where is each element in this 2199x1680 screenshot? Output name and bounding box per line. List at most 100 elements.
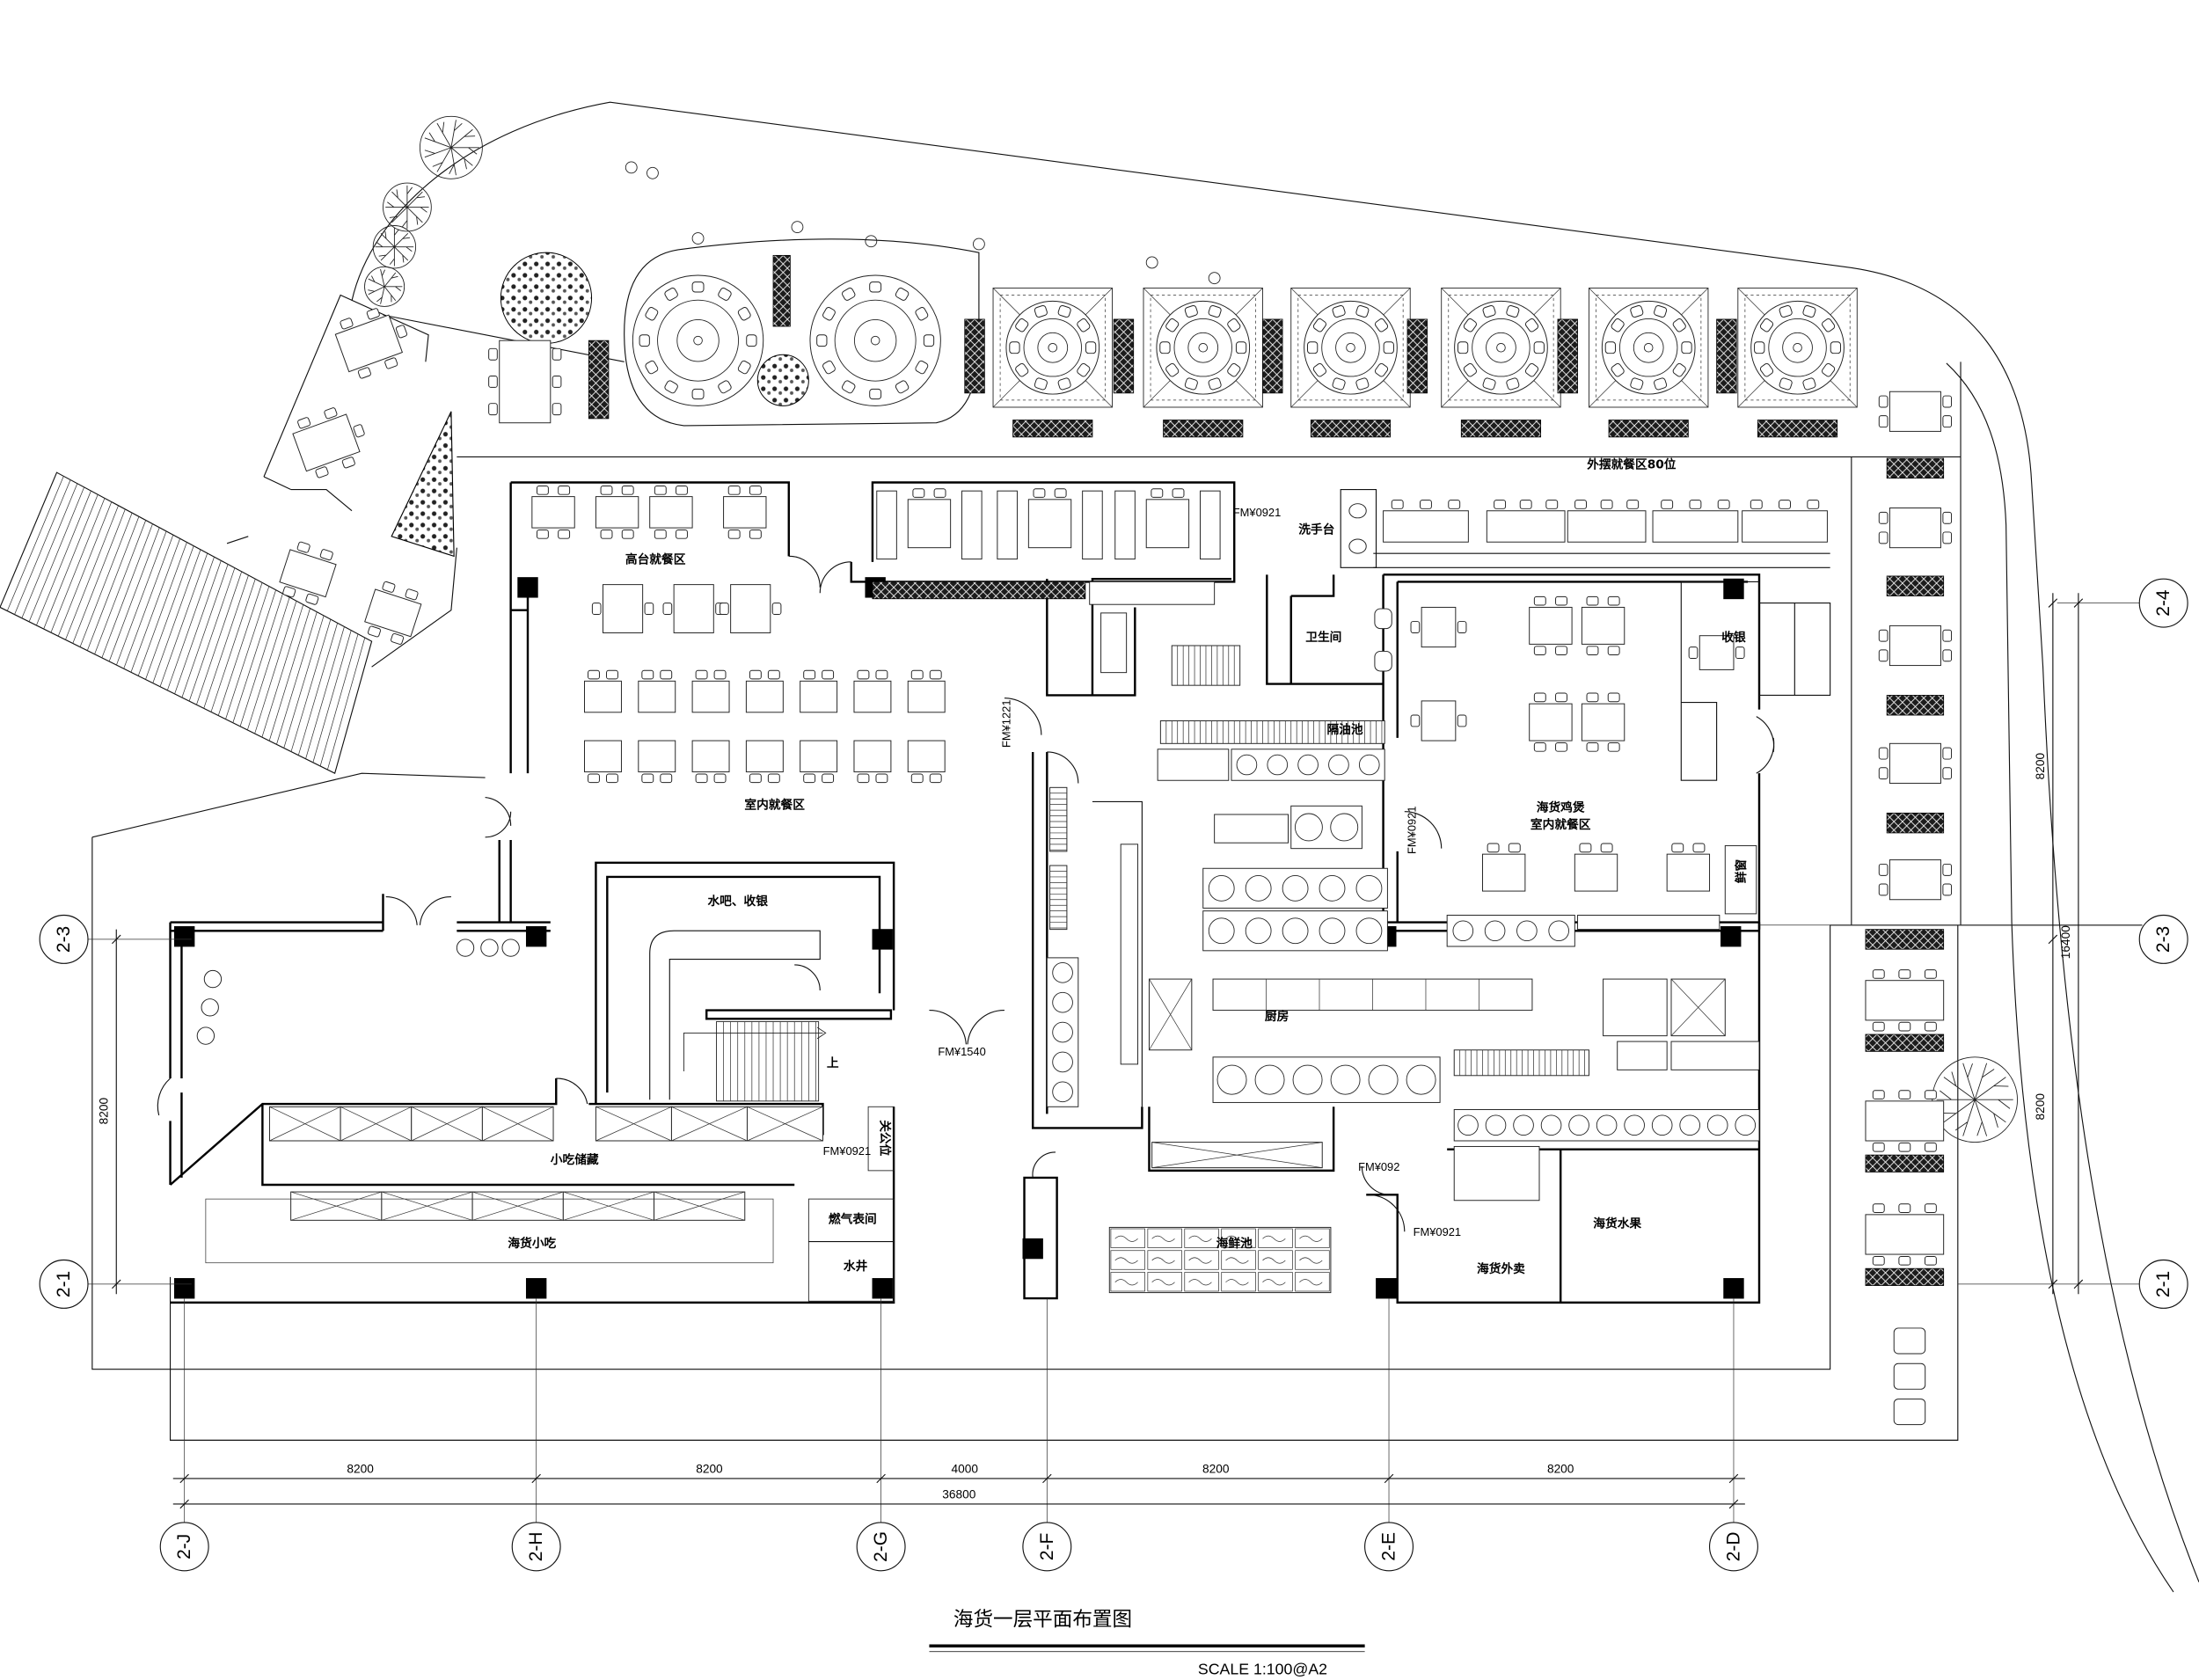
chair — [1822, 362, 1836, 377]
chair — [600, 486, 613, 495]
chair — [1942, 649, 1953, 662]
chair — [910, 669, 924, 680]
label-outdoor-dining: 外摆就餐区80位 — [1587, 457, 1677, 471]
burner — [1355, 917, 1383, 945]
stair-tread — [130, 538, 180, 673]
snack-counter-outline — [205, 1198, 774, 1264]
chair — [1586, 646, 1599, 655]
bar-stool — [480, 939, 499, 957]
sink-icon — [1348, 538, 1367, 554]
table-top — [1865, 980, 1945, 1021]
table-top — [691, 680, 730, 713]
chair — [1689, 500, 1702, 509]
chair — [1878, 767, 1889, 780]
chair — [1574, 500, 1587, 509]
shrine-box — [867, 1106, 895, 1172]
equipment-body — [1577, 915, 1720, 931]
planter — [1865, 1034, 1945, 1052]
site-boundary — [91, 101, 2199, 1593]
burner — [1052, 1051, 1073, 1073]
chair — [737, 307, 751, 321]
table-top — [364, 588, 422, 638]
chair — [1482, 377, 1496, 391]
dining-table — [1145, 488, 1190, 549]
chair — [1533, 742, 1546, 752]
planter — [588, 340, 610, 420]
axis-bubble — [2138, 578, 2188, 628]
chair — [552, 376, 562, 388]
axis-label: 2-D — [1723, 1531, 1743, 1561]
chair — [1457, 714, 1467, 727]
drawing-title: 海货一层平面布置图 — [953, 1609, 1132, 1632]
chair — [1830, 341, 1842, 354]
chair — [1077, 362, 1091, 377]
planter — [1886, 457, 1945, 479]
tank-cell — [1147, 1250, 1182, 1270]
chair — [1374, 362, 1389, 377]
chair — [1494, 500, 1507, 509]
chair — [488, 376, 498, 388]
axis-bubble — [1022, 1522, 1072, 1572]
planter-strip — [872, 581, 1086, 600]
dining-table — [1878, 859, 1953, 901]
axis-bubble — [2138, 914, 2188, 964]
chair — [822, 773, 835, 784]
bar-stool — [501, 939, 520, 957]
table-top — [1145, 499, 1190, 549]
chair — [923, 334, 935, 347]
table-center — [1643, 342, 1654, 353]
chair — [558, 530, 571, 539]
chair — [1519, 500, 1532, 509]
table-top — [691, 740, 730, 773]
tank-cell — [1258, 1250, 1293, 1270]
chair — [1878, 747, 1889, 760]
table-top — [907, 740, 946, 773]
chair — [929, 773, 942, 784]
dining-table — [907, 740, 946, 784]
kitchen-equipment — [1603, 978, 1668, 1037]
equipment-body — [1446, 915, 1575, 947]
burner — [1516, 920, 1538, 942]
seafood-tank — [1108, 1226, 1332, 1294]
axis-label: 2-4 — [2153, 589, 2173, 617]
chair — [1054, 488, 1067, 498]
stair-tread — [123, 535, 174, 669]
chair — [929, 669, 942, 680]
chair — [737, 360, 751, 375]
tank-wave — [1262, 1235, 1286, 1242]
stair-tread — [137, 542, 187, 676]
counter-cross — [340, 1106, 412, 1142]
chair — [391, 632, 405, 645]
chair — [1600, 843, 1613, 853]
chair — [771, 603, 782, 615]
chair — [552, 347, 562, 361]
burner — [1328, 754, 1349, 776]
tree-branches — [1936, 1063, 2013, 1136]
parasol-table — [1290, 288, 1411, 408]
tree-canopy — [372, 225, 417, 269]
round-table — [1601, 300, 1696, 395]
burner — [1216, 1064, 1247, 1095]
stair-tread — [210, 579, 256, 712]
dining-table — [1529, 692, 1573, 752]
table-top — [745, 740, 784, 773]
chair — [895, 380, 910, 394]
dining-table — [800, 669, 838, 713]
chair — [1015, 318, 1029, 332]
dining-table — [853, 740, 892, 784]
burner — [1735, 1114, 1757, 1136]
burner — [1596, 1114, 1618, 1136]
chair — [645, 307, 659, 321]
chair — [691, 388, 705, 400]
chair — [552, 403, 562, 416]
burner — [1368, 1064, 1399, 1095]
dimension-tick — [2048, 598, 2058, 608]
tank-cell — [1295, 1272, 1330, 1292]
chair — [654, 530, 667, 539]
chair — [1681, 341, 1692, 354]
axis-bubble — [159, 1522, 209, 1572]
table-top — [584, 740, 622, 773]
chair — [718, 288, 732, 301]
dimension-tick — [112, 1279, 121, 1289]
column — [173, 1278, 195, 1299]
